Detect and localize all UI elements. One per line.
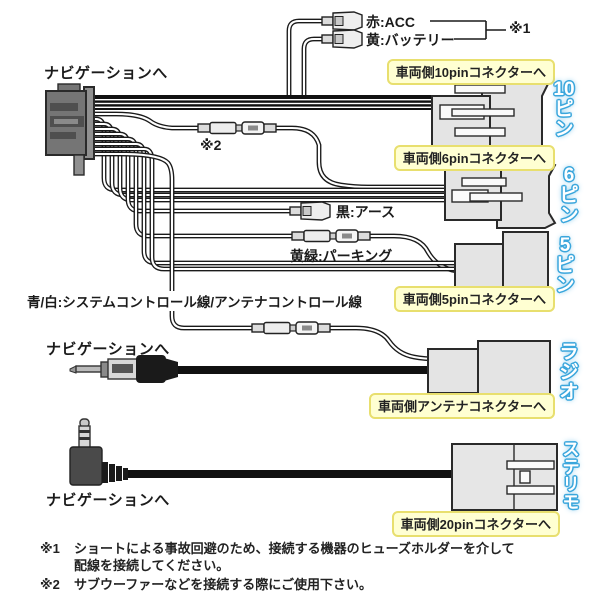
footnote-1: ※1 ショートによる事故回避のため、接続する機器のヒューズホルダーを介して 配線…	[40, 541, 515, 575]
acc-wire-label: 赤:ACC	[366, 14, 415, 30]
vehicle-20pin-label: 車両側20pinコネクターへ	[391, 511, 560, 537]
system-control-wire-label: 青/白:システムコントロール線/アンテナコントロール線	[24, 291, 366, 311]
nav-label-antenna: ナビゲーションへ	[46, 341, 170, 358]
subwoofer-bullet-connector-icon	[197, 121, 277, 135]
vehicle-6pin-connector-graphic	[444, 159, 557, 229]
vehicle-antenna-connector-graphic	[427, 340, 551, 396]
vehicle-6pin-label: 車両側6pinコネクターへ	[393, 145, 555, 171]
footnote-1-ref: ※1	[40, 541, 60, 556]
stereo-mini-plug-icon	[69, 418, 456, 486]
footnote-2: ※2 サブウーファーなどを接続する際にご使用下さい。	[40, 577, 372, 594]
badge-5pin: 5ピン	[555, 235, 575, 296]
footnote-2-text: サブウーファーなどを接続する際にご使用下さい。	[74, 577, 372, 592]
vehicle-20pin-connector-graphic	[451, 443, 558, 511]
vehicle-10pin-label: 車両側10pinコネクターへ	[386, 59, 555, 85]
badge-sterimo: ステリモ	[562, 440, 580, 513]
ribbon-10pin	[88, 95, 435, 110]
nav-label-steering: ナビゲーションへ	[46, 492, 170, 509]
badge-radio: ラジオ	[559, 342, 579, 403]
vehicle-10pin-connector-graphic	[431, 78, 550, 167]
navigation-connector-graphic	[45, 83, 95, 176]
footnote1-bracket	[430, 20, 506, 40]
footnote-1-text: ショートによる事故回避のため、接続する機器のヒューズホルダーを介して 配線を接続…	[74, 541, 515, 573]
system-control-bullet-connector-icon	[251, 321, 331, 335]
parking-wire-label: 黄緑:パーキング	[290, 248, 393, 264]
battery-spade-terminal-icon	[321, 29, 363, 49]
badge-6pin: 6ピン	[559, 165, 579, 226]
ground-spade-terminal-icon	[289, 201, 331, 221]
battery-wire-label: 黄:バッテリー	[366, 32, 455, 48]
vehicle-5pin-label: 車両側5pinコネクターへ	[393, 286, 555, 312]
nav-label-top: ナビゲーションへ	[44, 65, 168, 82]
footnote-2-ref: ※2	[40, 577, 60, 592]
footnote1-ref: ※1	[509, 20, 531, 36]
antenna-plug-icon	[69, 355, 432, 383]
ground-wire-label: 黒:アース	[336, 204, 396, 220]
vehicle-5pin-connector-graphic	[454, 231, 549, 295]
badge-10pin: 10ピン	[553, 79, 575, 140]
acc-spade-terminal-icon	[321, 11, 363, 31]
footnote2-ref: ※2	[200, 137, 222, 153]
vehicle-antenna-label: 車両側アンテナコネクターへ	[369, 393, 555, 419]
power-leads-wires	[289, 21, 324, 97]
parking-bullet-connector-icon	[291, 229, 371, 243]
